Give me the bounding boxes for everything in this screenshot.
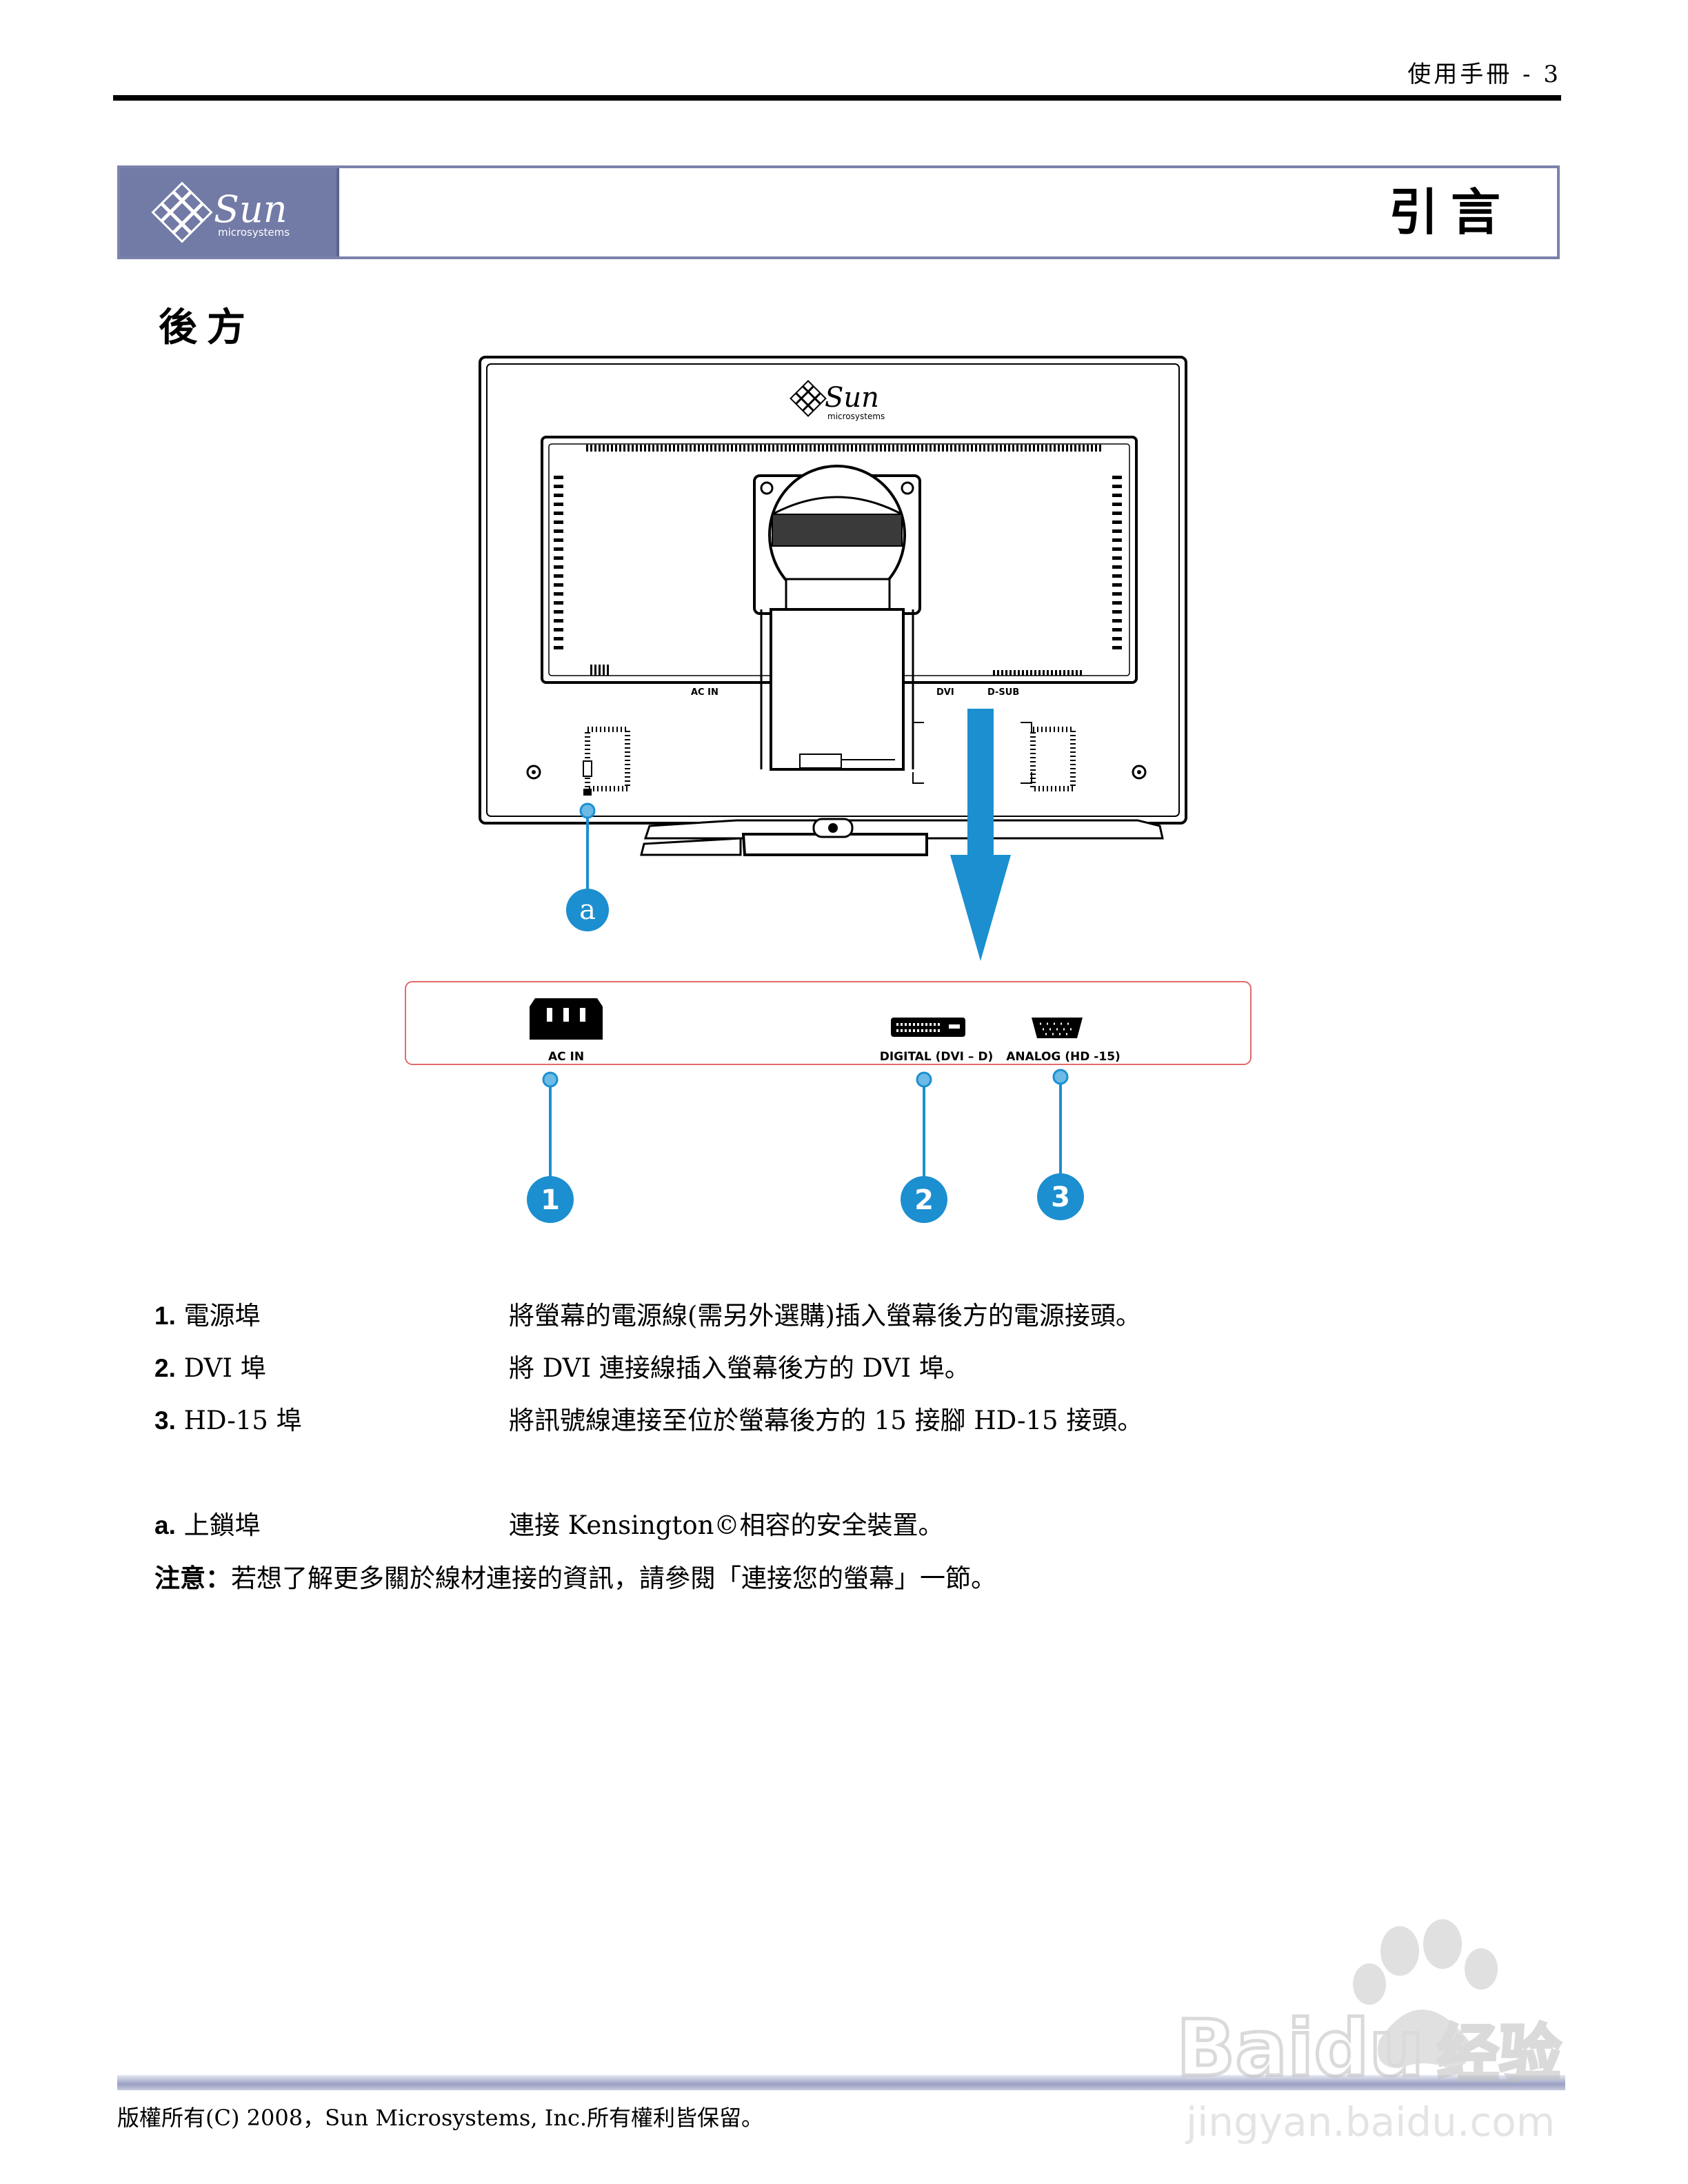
watermark-url: jingyan.baidu.com [1185, 2099, 1555, 2145]
item-number: 1. [154, 1302, 176, 1330]
item-term: DVI 埠 [183, 1353, 266, 1383]
title-banner: Sun microsystems 引言 [117, 165, 1560, 259]
monitor-wordmark-sub: microsystems [827, 412, 885, 421]
header-rule [113, 95, 1561, 101]
callout-2 [901, 1176, 947, 1223]
sun-wordmark: Sun [214, 188, 288, 231]
callout-1 [527, 1176, 574, 1223]
monitor-diagram-svg: Sun microsystems AC IN DVI D-SUB [405, 356, 1252, 1223]
item-number: 2. [154, 1354, 176, 1382]
footer-bar [117, 2075, 1565, 2090]
item-term: 電源埠 [183, 1301, 261, 1331]
item-number: a. [154, 1511, 176, 1539]
item-description: 連接 Kensington©相容的安全裝置。 [509, 1510, 944, 1540]
item-term: 上鎖埠 [183, 1510, 261, 1540]
monitor-rear-diagram: Sun microsystems AC IN DVI D-SUB [400, 345, 1283, 1241]
kensington-lock-slot [583, 760, 592, 777]
direction-arrow [967, 709, 994, 859]
paw-icon [1353, 1919, 1498, 2068]
sun-logo: Sun microsystems [151, 181, 290, 243]
watermark-suffix: 经验 [1437, 2018, 1561, 2090]
watermark-brand: Baidu [1176, 2004, 1424, 2094]
note-text: 若想了解更多關於線材連接的資訊，請參閱「連接您的螢幕」一節。 [231, 1564, 996, 1593]
panel-label-dvi: DVI [936, 687, 954, 698]
logo-panel: Sun microsystems [120, 168, 339, 256]
port-strip [405, 981, 1252, 1065]
item-description: 將螢幕的電源線(需另外選購)插入螢幕後方的電源接頭。 [509, 1301, 1141, 1331]
section-title: 後方 [159, 305, 255, 350]
sun-sub: microsystems [218, 226, 290, 239]
page-header: 使用手冊 - 3 [113, 54, 1561, 102]
page-number: 使用手冊 - 3 [1407, 61, 1561, 88]
monitor-sun-logo: Sun microsystems [790, 380, 885, 421]
callout-1-label: 1 [541, 1184, 560, 1216]
monitor-inner-edge [486, 363, 1180, 817]
baidu-watermark: Baidu 经验 jingyan.baidu.com [1175, 1919, 1563, 2145]
callout-a [566, 889, 609, 931]
port-label-digital: DIGITAL (DVI – D) [880, 1050, 993, 1064]
item-number: 3. [154, 1406, 176, 1435]
note-label: 注意： [154, 1563, 231, 1593]
port-item-3: 3. HD-15 埠 將訊號線連接至位於螢幕後方的 15 接腳 HD-15 接頭… [154, 1404, 1465, 1438]
port-item-a: a. 上鎖埠 連接 Kensington©相容的安全裝置。 [154, 1508, 1465, 1543]
note: 注意：若想了解更多關於線材連接的資訊，請參閱「連接您的螢幕」一節。 [154, 1561, 996, 1596]
callout-3 [1037, 1173, 1084, 1220]
callout-3-label: 3 [1051, 1182, 1070, 1213]
panel-label-dsub: D-SUB [987, 687, 1019, 698]
item-term: HD-15 埠 [183, 1406, 302, 1435]
stand-neck [770, 608, 905, 771]
vga-port-icon [1032, 1018, 1083, 1038]
banner-title: 引言 [1388, 183, 1513, 241]
port-label-ac-in: AC IN [548, 1050, 584, 1064]
callout-2-label: 2 [914, 1184, 934, 1216]
item-description: 將訊號線連接至位於螢幕後方的 15 接腳 HD-15 接頭。 [509, 1406, 1143, 1435]
footer-copyright: 版權所有(C) 2008，Sun Microsystems, Inc.所有權利皆… [117, 2105, 764, 2131]
port-item-1: 1. 電源埠 將螢幕的電源線(需另外選購)插入螢幕後方的電源接頭。 [154, 1299, 1465, 1333]
callout-a-label: a [579, 894, 596, 926]
monitor-wordmark: Sun [825, 382, 879, 414]
port-label-analog: ANALOG (HD -15) [1006, 1050, 1121, 1064]
panel-label-ac-in: AC IN [691, 687, 719, 698]
port-item-2: 2. DVI 埠 將 DVI 連接線插入螢幕後方的 DVI 埠。 [154, 1351, 1465, 1386]
stand-base [741, 833, 928, 856]
item-description: 將 DVI 連接線插入螢幕後方的 DVI 埠。 [509, 1353, 970, 1383]
